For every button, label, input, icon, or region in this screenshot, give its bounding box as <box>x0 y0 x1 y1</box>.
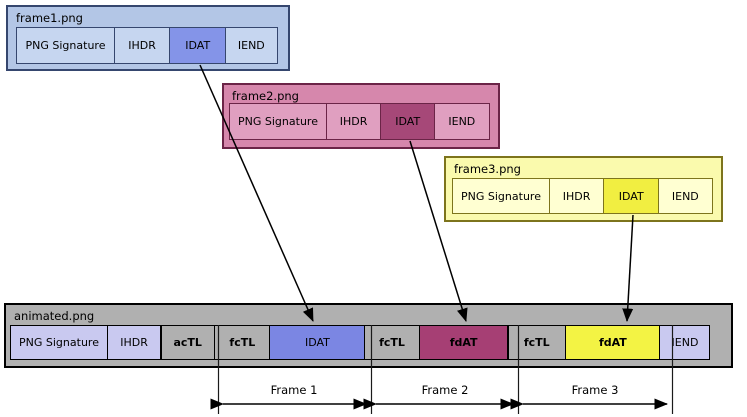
frame2-title: frame2.png <box>232 89 299 103</box>
animated-chunk-fctl-1: fcTL <box>213 325 271 360</box>
frame1-chunk-ihdr: IHDR <box>113 27 171 64</box>
frame3-title: frame3.png <box>454 162 521 176</box>
animated-chunk-ihdr: IHDR <box>106 325 162 360</box>
frame2-range-label: Frame 2 <box>421 383 469 397</box>
frame3-chunk-ihdr: IHDR <box>548 178 605 214</box>
frame2-file-box: frame2.png PNG Signature IHDR IDAT IEND <box>222 83 500 149</box>
animated-chunk-fdat-1: fdAT <box>418 325 509 360</box>
frame1-file-box: frame1.png PNG Signature IHDR IDAT IEND <box>6 5 290 71</box>
frame3-chunk-iend: IEND <box>657 178 713 214</box>
frame3-chunk-idat: IDAT <box>603 178 660 214</box>
frame1-chunk-idat: IDAT <box>169 27 227 64</box>
frame1-range-label: Frame 1 <box>270 383 318 397</box>
frame2-chunk-row: PNG Signature IHDR IDAT IEND <box>229 103 490 140</box>
animated-chunk-fctl-2: fcTL <box>364 325 421 360</box>
frame2-chunk-idat: IDAT <box>380 103 436 140</box>
frame2-chunk-png-signature: PNG Signature <box>229 103 327 140</box>
animated-chunk-iend: IEND <box>659 325 711 360</box>
animated-chunk-png-signature: PNG Signature <box>10 325 108 360</box>
animated-chunk-fdat-2: fdAT <box>564 325 661 360</box>
frame1-chunk-row: PNG Signature IHDR IDAT IEND <box>16 27 278 64</box>
frame3-chunk-row: PNG Signature IHDR IDAT IEND <box>452 178 713 214</box>
frame3-chunk-png-signature: PNG Signature <box>452 178 550 214</box>
animated-chunk-fctl-3: fcTL <box>507 325 567 360</box>
frame1-chunk-iend: IEND <box>224 27 278 64</box>
animated-chunk-row: PNG Signature IHDR acTL fcTL IDAT fcTL f… <box>10 325 711 360</box>
frame1-chunk-png-signature: PNG Signature <box>16 27 115 64</box>
animated-title: animated.png <box>14 309 95 323</box>
frame2-chunk-ihdr: IHDR <box>325 103 382 140</box>
animated-chunk-actl: acTL <box>160 325 216 360</box>
animated-chunk-idat: IDAT <box>269 325 366 360</box>
frame3-file-box: frame3.png PNG Signature IHDR IDAT IEND <box>444 156 723 222</box>
frame3-range-label: Frame 3 <box>571 383 619 397</box>
animated-file-box: animated.png PNG Signature IHDR acTL fcT… <box>4 303 733 368</box>
frame1-title: frame1.png <box>16 11 83 25</box>
frame2-chunk-iend: IEND <box>433 103 490 140</box>
